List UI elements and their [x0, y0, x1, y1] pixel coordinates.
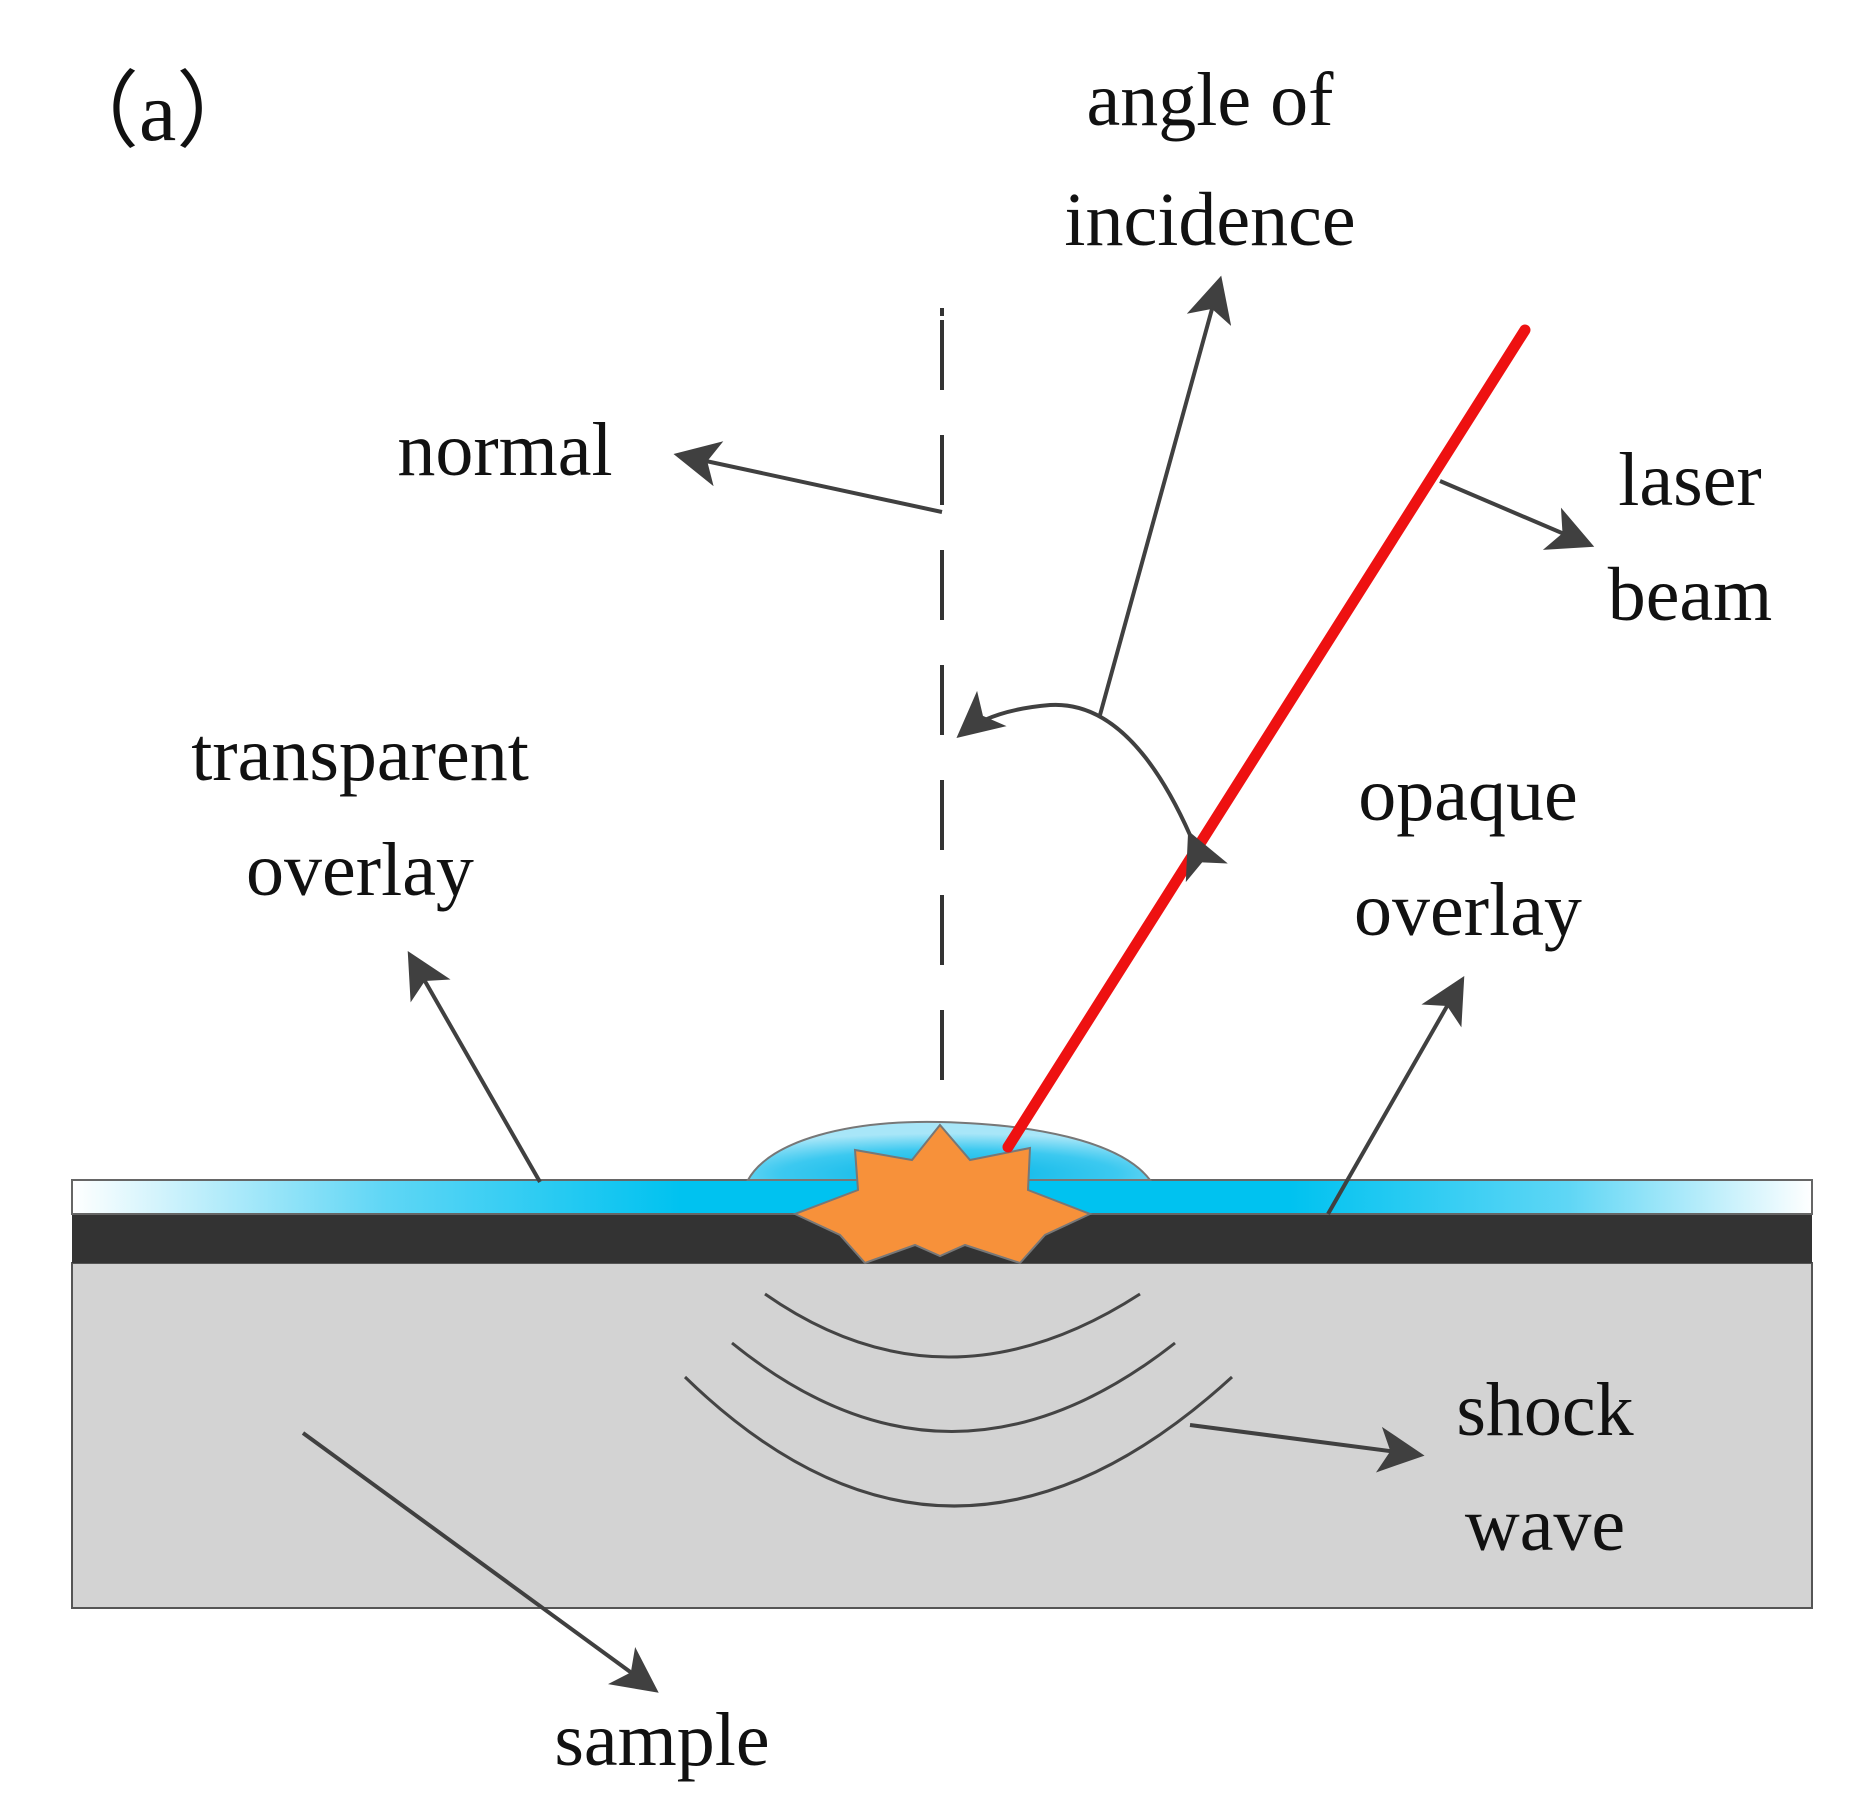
shock-wave-label-line-2: wave [1465, 1483, 1625, 1567]
normal-pointer-arrow [673, 441, 943, 514]
shock-wave-arc-3 [683, 1375, 1234, 1508]
transparent-overlay-label-line-2: overlay [246, 828, 474, 912]
shock-wave-arc-2 [731, 1341, 1176, 1433]
laser-beam-label-line-1: laser [1618, 438, 1761, 522]
panel-label: （a） [55, 66, 260, 159]
opaque-overlay-pointer-arrow [1326, 976, 1465, 1215]
laser-beam [1002, 324, 1531, 1153]
angle-pointer-arrow [1098, 275, 1232, 716]
opaque-overlay-label-line-1: opaque [1358, 753, 1577, 837]
angle-arc [956, 690, 1228, 883]
transparent-overlay-pointer-arrow [407, 951, 542, 1183]
laser-pointer-arrow [1439, 479, 1595, 550]
sample-label: sample [554, 1698, 769, 1782]
sample-pointer-arrow [301, 1431, 659, 1693]
sample-block [71, 1262, 1813, 1609]
opaque-overlay-label-line-2: overlay [1354, 868, 1582, 952]
shock-wave-pointer-arrow [1189, 1423, 1425, 1473]
laser-beam-label-line-2: beam [1608, 553, 1773, 637]
normal-label: normal [397, 408, 612, 492]
shock-wave-arc-1 [764, 1292, 1141, 1359]
angle-of-incidence-label-line-2: incidence [1064, 178, 1355, 262]
plasma-star [792, 1123, 1093, 1265]
angle-of-incidence-label-line-1: angle of [1087, 58, 1335, 142]
transparent-overlay-label-line-1: transparent [191, 713, 529, 797]
shock-wave-label-line-1: shock [1456, 1368, 1633, 1452]
